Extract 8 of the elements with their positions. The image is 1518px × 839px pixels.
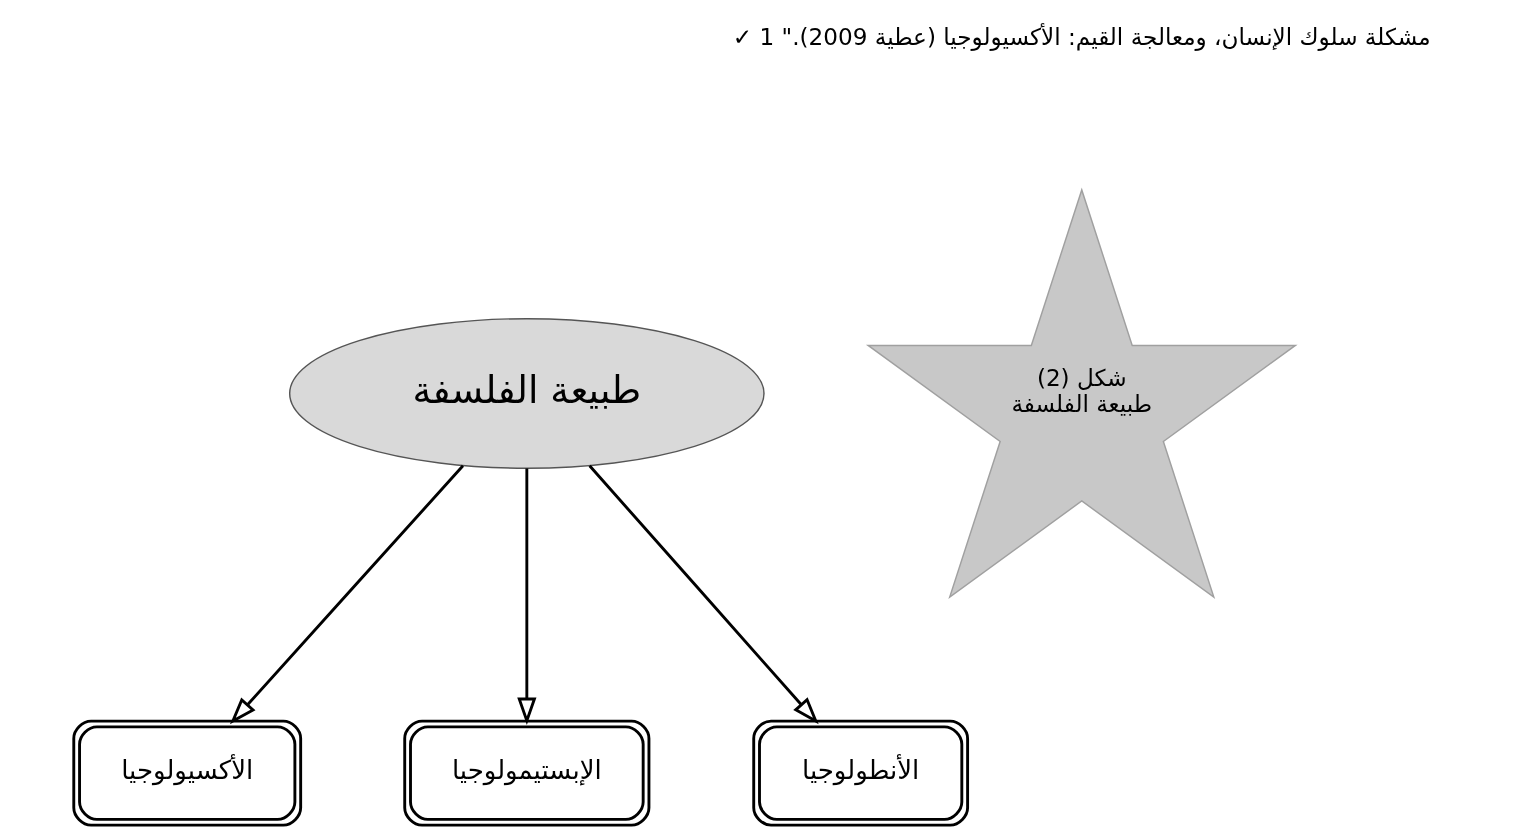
node-ellipse: طبيعة الفلسفة: [288, 318, 765, 469]
arrow: [516, 468, 536, 725]
node-box: الأكسيولوجيا: [71, 719, 302, 827]
node-box: الإبستيمولوجيا: [402, 719, 650, 827]
node-box: الأنطولوجيا: [751, 719, 969, 827]
arrow: [229, 464, 464, 725]
arrow: [588, 464, 819, 725]
label: ✓ مشكلة سلوك الإنسان، ومعالجة القيم: الأكسيولوجيا (عطية 2009)." 1: [732, 24, 1431, 51]
